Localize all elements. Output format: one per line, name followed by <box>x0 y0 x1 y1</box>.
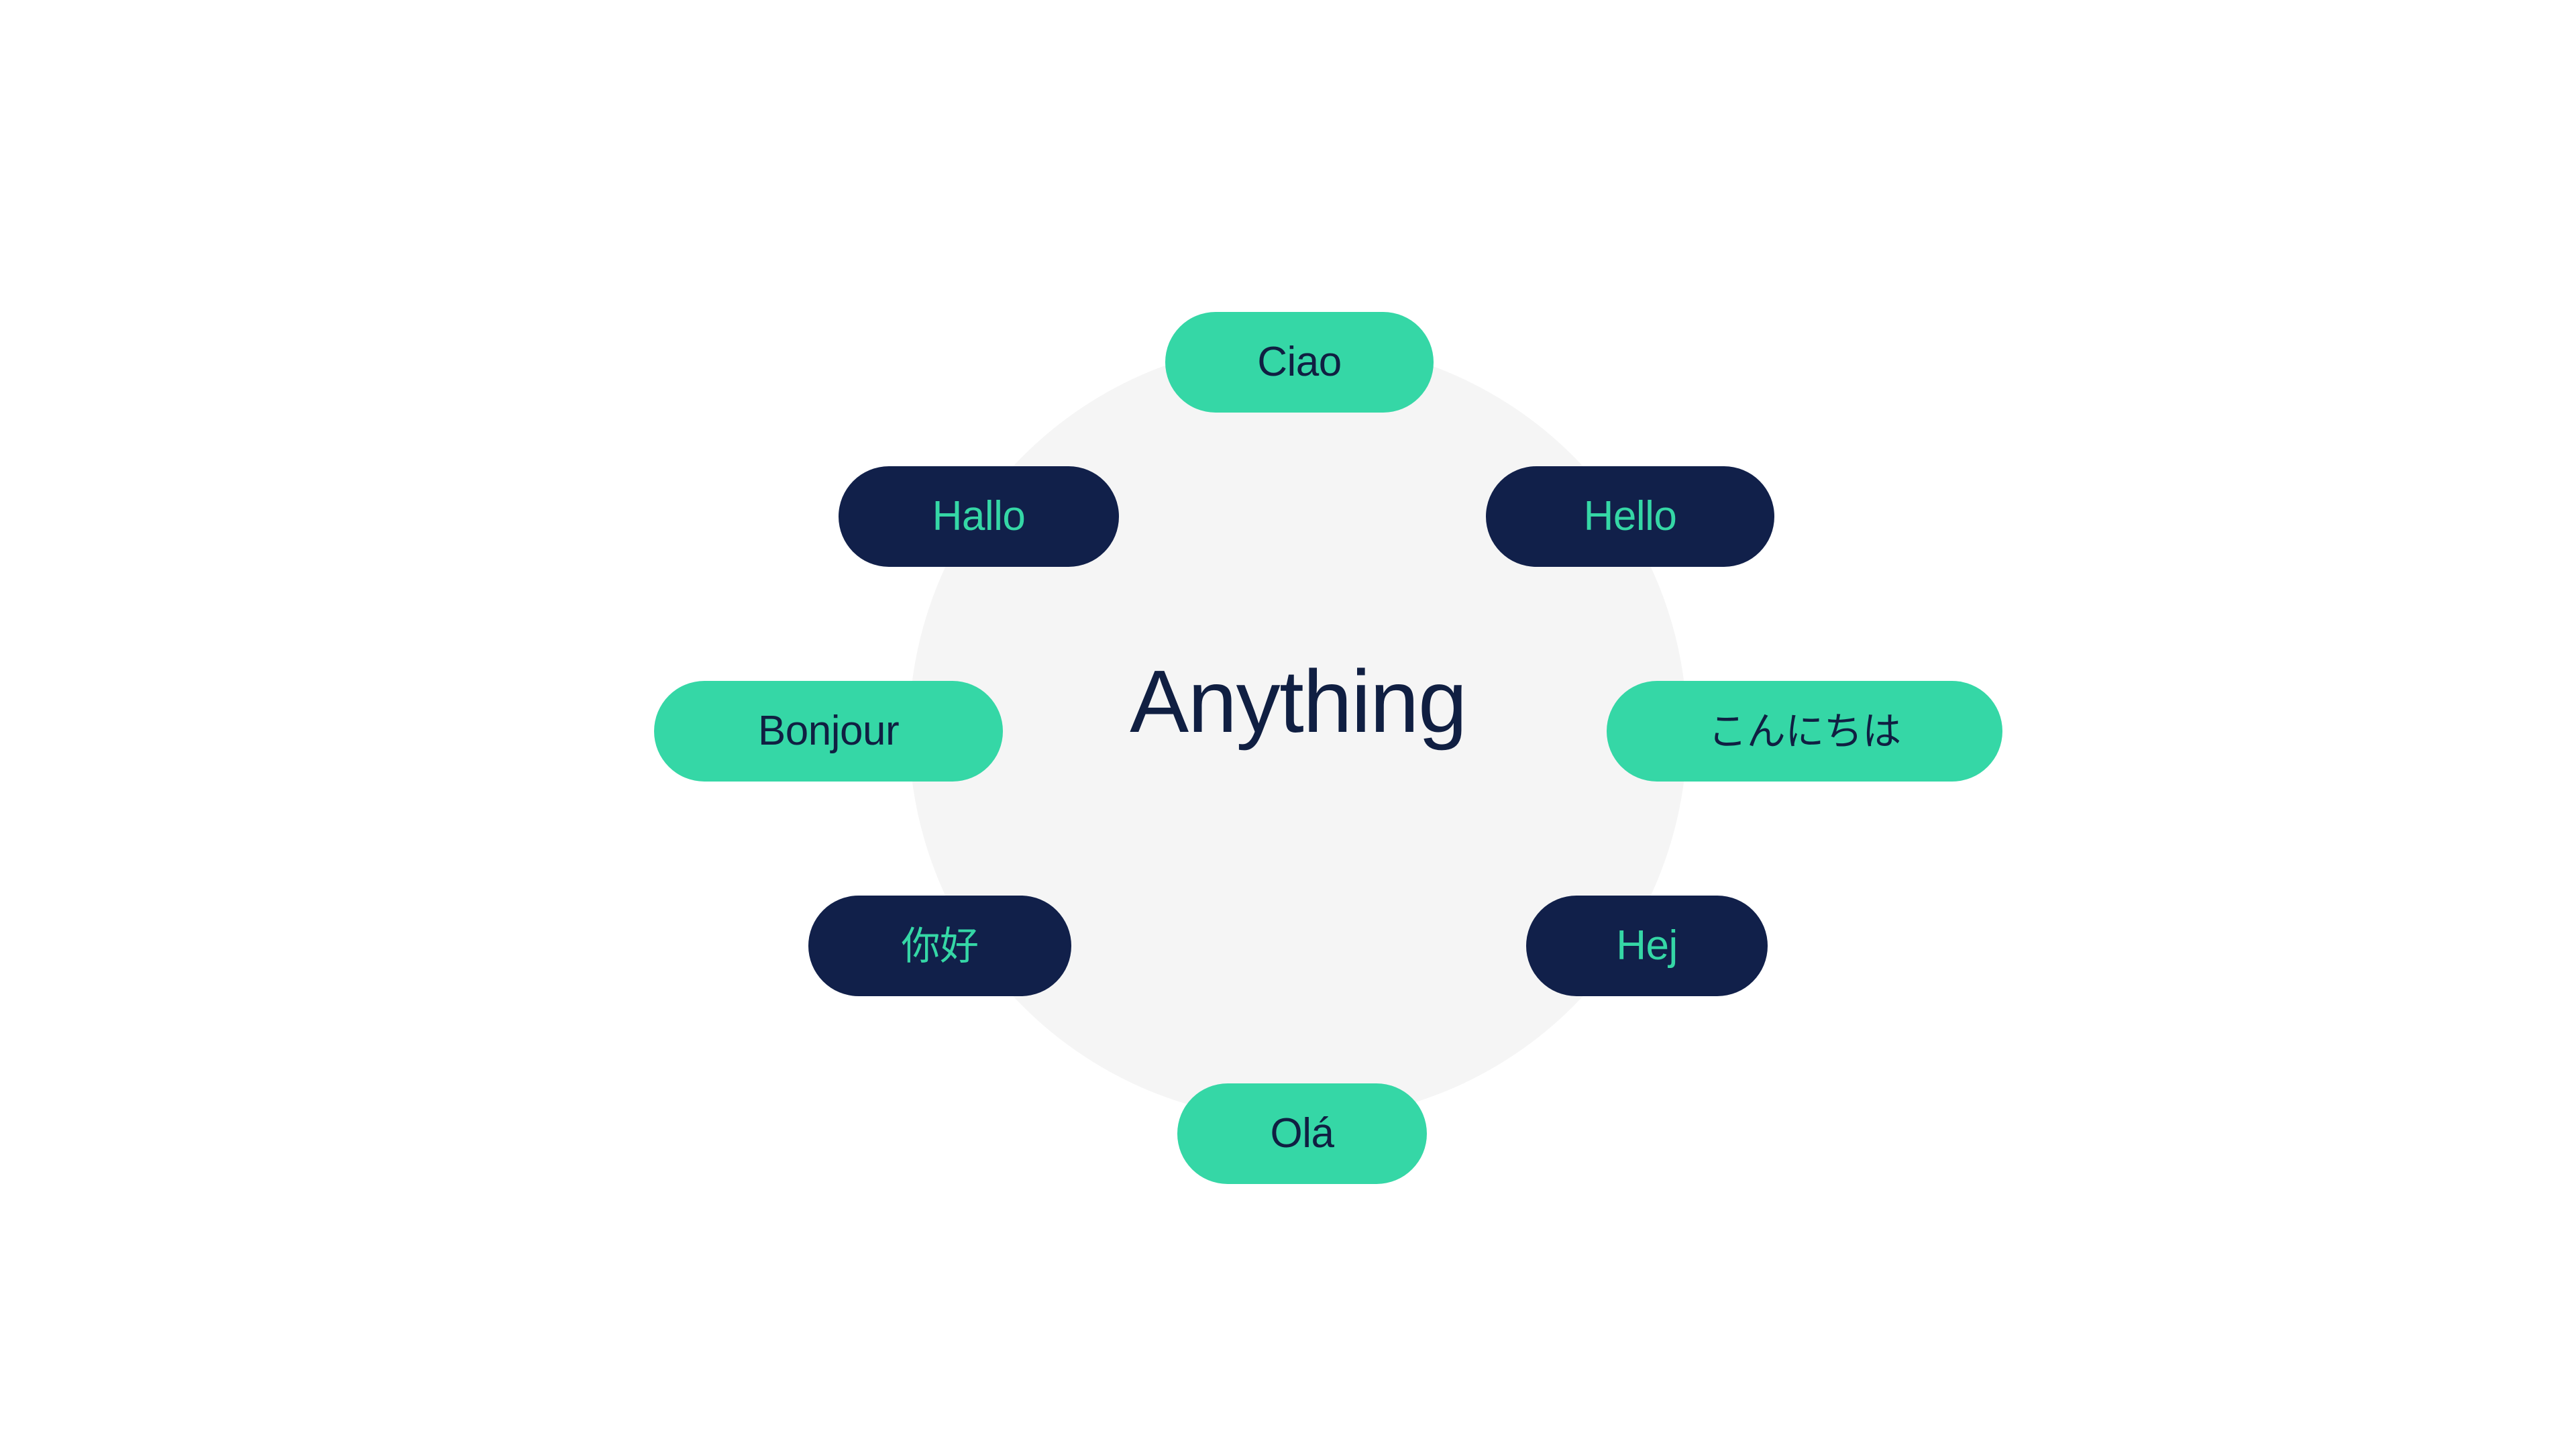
greeting-pill-hallo[interactable]: Hallo <box>839 466 1119 567</box>
greeting-pill-label: Hallo <box>932 493 1026 539</box>
greeting-pill-label: Hello <box>1583 493 1677 539</box>
greeting-pill-label: Hej <box>1616 922 1678 969</box>
greeting-pill-hello[interactable]: Hello <box>1486 466 1774 567</box>
greeting-pill-label: 你好 <box>901 923 979 969</box>
centre-word: Anything <box>1130 652 1467 751</box>
greeting-pill-nihao[interactable]: 你好 <box>808 896 1071 996</box>
greeting-pill-konnichiwa[interactable]: こんにちは <box>1607 681 2002 782</box>
greeting-pill-ola[interactable]: Olá <box>1177 1083 1427 1184</box>
greeting-pill-label: Olá <box>1270 1110 1334 1157</box>
greeting-pill-label: Ciao <box>1257 339 1342 385</box>
greeting-pill-ciao[interactable]: Ciao <box>1165 312 1434 413</box>
greeting-pill-hej[interactable]: Hej <box>1526 896 1768 996</box>
greeting-pill-bonjour[interactable]: Bonjour <box>654 681 1003 782</box>
greeting-pill-label: こんにちは <box>1708 708 1901 754</box>
greeting-pill-label: Bonjour <box>757 708 900 754</box>
